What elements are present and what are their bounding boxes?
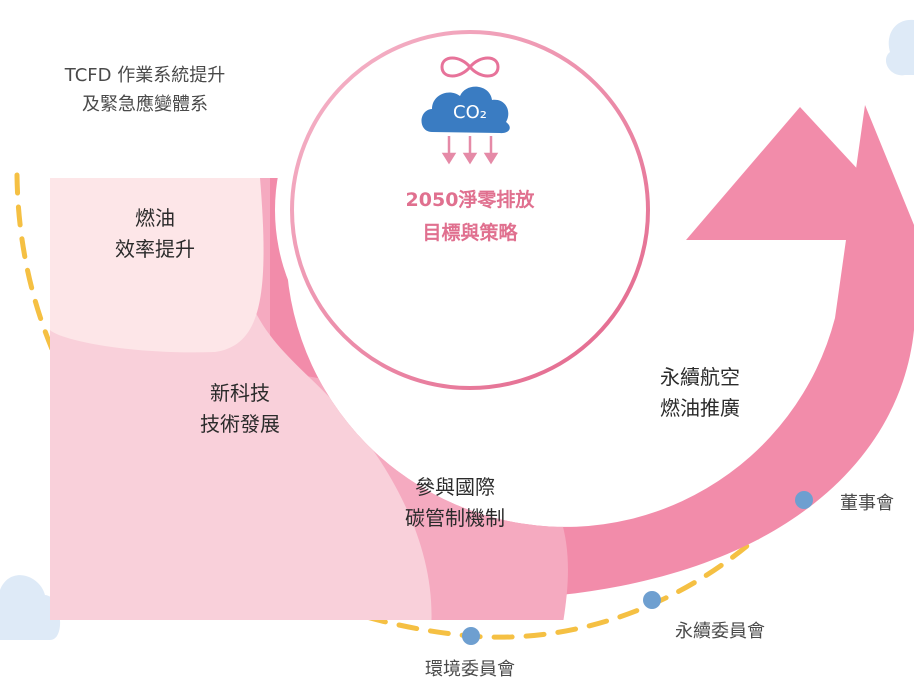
segment-label-line2: 技術發展 — [200, 412, 280, 436]
segment-band-fuel-efficiency — [50, 178, 264, 353]
segment-label-new-technology: 新科技 技術發展 — [165, 378, 315, 440]
center-title-line2: 目標與策略 — [422, 222, 518, 245]
segment-label-line2: 燃油推廣 — [660, 396, 740, 420]
governance-node-sustainability — [643, 591, 661, 609]
segment-label-international-carbon: 參與國際 碳管制機制 — [375, 472, 535, 534]
governance-node-environment — [462, 627, 480, 645]
segment-label-sustainable-fuel: 永續航空 燃油推廣 — [620, 362, 780, 424]
center-circle-ring — [290, 30, 650, 390]
segment-label-line1: 永續航空 — [660, 365, 740, 389]
decorative-cloud-bottom-left — [0, 575, 61, 640]
segment-label-line2: 效率提升 — [115, 237, 195, 261]
top-left-label: TCFD 作業系統提升 及緊急應變體系 — [20, 62, 270, 120]
top-left-label-line2: 及緊急應變體系 — [82, 93, 208, 115]
center-title-line1: 2050淨零排放 — [405, 189, 535, 211]
segment-label-line1: 新科技 — [210, 381, 270, 405]
segment-label-line1: 燃油 — [135, 206, 175, 230]
segment-label-line1: 參與國際 — [415, 475, 495, 499]
segment-label-fuel-efficiency: 燃油 效率提升 — [80, 203, 230, 265]
segment-label-line2: 碳管制機制 — [405, 506, 505, 530]
top-left-label-line1: TCFD 作業系統提升 — [64, 65, 226, 86]
decorative-cloud-top-right — [885, 19, 914, 76]
governance-label-board: 董事會 — [840, 493, 894, 514]
infinity-icon — [440, 56, 500, 78]
down-arrows-icon — [441, 136, 499, 165]
center-title: 2050淨零排放 目標與策略 — [360, 184, 580, 251]
co2-cloud-icon — [421, 86, 510, 134]
big-arrow-head — [686, 107, 914, 240]
governance-node-board — [795, 491, 813, 509]
co2-label: CO₂ — [453, 102, 487, 123]
governance-label-sustainability: 永續委員會 — [675, 621, 765, 642]
governance-label-environment: 環境委員會 — [425, 659, 515, 680]
